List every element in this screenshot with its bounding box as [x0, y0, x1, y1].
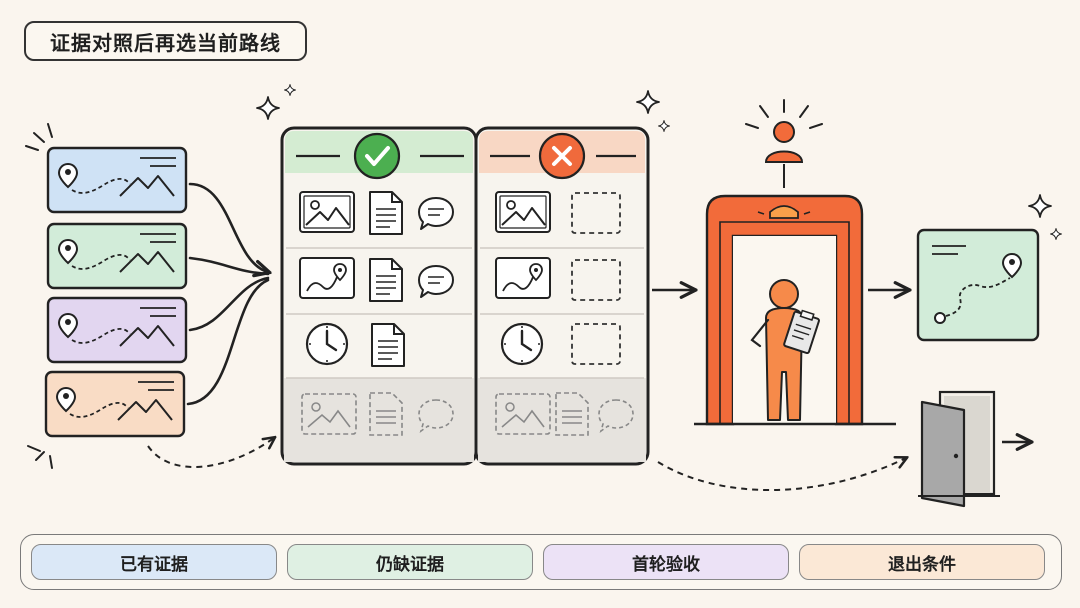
image-icon — [495, 191, 551, 233]
evidence-panel-present — [280, 126, 478, 466]
map-image-icon — [299, 257, 355, 299]
person-icon — [764, 121, 804, 163]
route-card-blue — [46, 146, 188, 214]
legend-item-exit-condition: 退出条件 — [799, 544, 1045, 580]
sparkle-icon — [284, 84, 296, 96]
dashed-arrow-to-panels — [147, 438, 274, 469]
legend-item-existing-evidence: 已有证据 — [31, 544, 277, 580]
legend-label: 首轮验收 — [632, 554, 700, 575]
image-icon — [299, 191, 355, 233]
clock-icon — [305, 322, 349, 366]
check-icon — [353, 132, 401, 180]
alarm-light-icon — [757, 205, 811, 219]
sparkle-icon — [658, 120, 670, 132]
legend-label: 已有证据 — [120, 554, 188, 575]
inspection-gate — [694, 99, 896, 426]
page-title: 证据对照后再选当前路线 — [24, 21, 307, 61]
door-icon — [918, 390, 1000, 508]
route-card-green — [46, 222, 188, 290]
converging-arrows — [186, 182, 268, 406]
evidence-panel-missing — [474, 126, 650, 466]
route-card-purple — [46, 296, 188, 364]
burst-lines-bottom-left — [27, 445, 53, 469]
burst-lines-top-left — [25, 123, 53, 151]
cross-icon — [538, 132, 586, 180]
document-icon — [369, 191, 403, 235]
sparkle-icon — [636, 90, 660, 114]
clipboard-icon — [783, 309, 820, 355]
legend-label: 仍缺证据 — [376, 554, 444, 575]
legend: 已有证据 仍缺证据 首轮验收 退出条件 — [20, 534, 1062, 590]
document-icon — [371, 323, 405, 367]
clock-icon — [500, 322, 544, 366]
map-image-icon — [495, 257, 551, 299]
sparkle-icon — [256, 96, 280, 120]
legend-item-missing-evidence: 仍缺证据 — [287, 544, 533, 580]
route-card-orange — [44, 370, 186, 438]
sparkle-icon — [1050, 228, 1062, 240]
legend-item-first-acceptance: 首轮验收 — [543, 544, 789, 580]
legend-label: 退出条件 — [888, 554, 956, 575]
dashed-arrow-to-exit — [657, 458, 906, 491]
selected-route-card — [916, 228, 1040, 342]
document-icon — [369, 258, 403, 302]
sparkle-icon — [1028, 194, 1052, 218]
burst-lines-gate — [745, 99, 823, 129]
